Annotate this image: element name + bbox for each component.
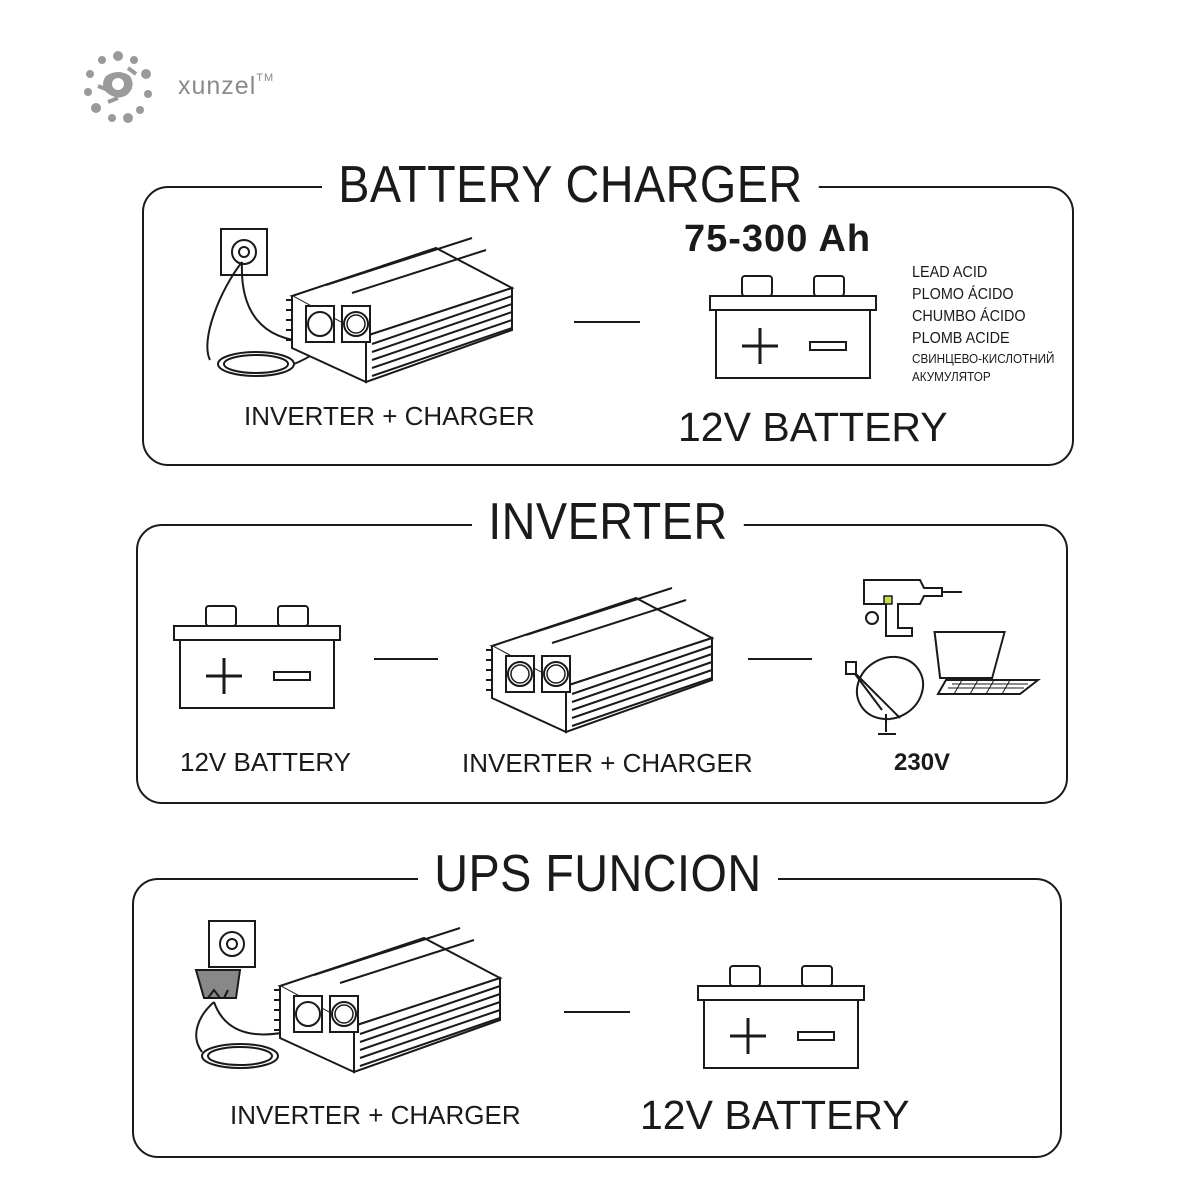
- ups-battery-label: 12V BATTERY: [640, 1092, 910, 1138]
- output-voltage-label: 230V: [894, 749, 951, 776]
- battery-type-chumbo-acido: CHUMBO ÁCIDO: [912, 308, 1026, 325]
- battery-icon: [709, 275, 877, 379]
- battery-type-ukrainian-1: СВИНЦЕВО-КИСЛОТНИЙ: [912, 351, 1055, 366]
- drill-icon: [863, 579, 962, 637]
- inverter-battery-label: 12V BATTERY: [180, 747, 351, 777]
- connector-dash: [564, 1011, 630, 1013]
- inverter-charger-icon: [486, 587, 715, 734]
- ups-device-label: INVERTER + CHARGER: [230, 1100, 521, 1130]
- battery-type-ukrainian-2: АКУМУЛЯТОР: [912, 369, 991, 384]
- brand-logo-icon: [84, 51, 152, 123]
- wall-outlet-icon: [208, 920, 256, 968]
- inverter-title: INVERTER: [472, 492, 744, 552]
- battery-icon: [697, 965, 865, 1069]
- plug-icon: [194, 969, 242, 999]
- brand-name: xunzelTM: [178, 72, 275, 100]
- satellite-dish-icon: [845, 655, 925, 735]
- battery-charger-title: BATTERY CHARGER: [322, 155, 819, 215]
- battery-type-plomb-acide: PLOMB ACIDE: [912, 330, 1010, 347]
- battery-icon: [173, 605, 341, 709]
- charger-battery-label: 12V BATTERY: [678, 404, 948, 450]
- inverter-charger-icon: [274, 927, 503, 1074]
- laptop-icon: [933, 631, 1041, 695]
- battery-type-lead-acid: LEAD ACID: [912, 264, 988, 281]
- inverter-device-label: INVERTER + CHARGER: [462, 748, 753, 778]
- ups-title: UPS FUNCION: [418, 844, 778, 904]
- connector-dash: [748, 658, 812, 660]
- connector-dash: [574, 321, 640, 323]
- wall-outlet-icon: [220, 228, 268, 276]
- charger-device-label: INVERTER + CHARGER: [244, 401, 535, 431]
- connector-dash: [374, 658, 438, 660]
- capacity-label: 75-300 Ah: [684, 218, 872, 260]
- battery-types-list: LEAD ACID PLOMO ÁCIDO CHUMBO ÁCIDO PLOMB…: [912, 262, 1070, 386]
- battery-type-plomo-acido: PLOMO ÁCIDO: [912, 286, 1014, 303]
- inverter-charger-icon: [286, 237, 515, 384]
